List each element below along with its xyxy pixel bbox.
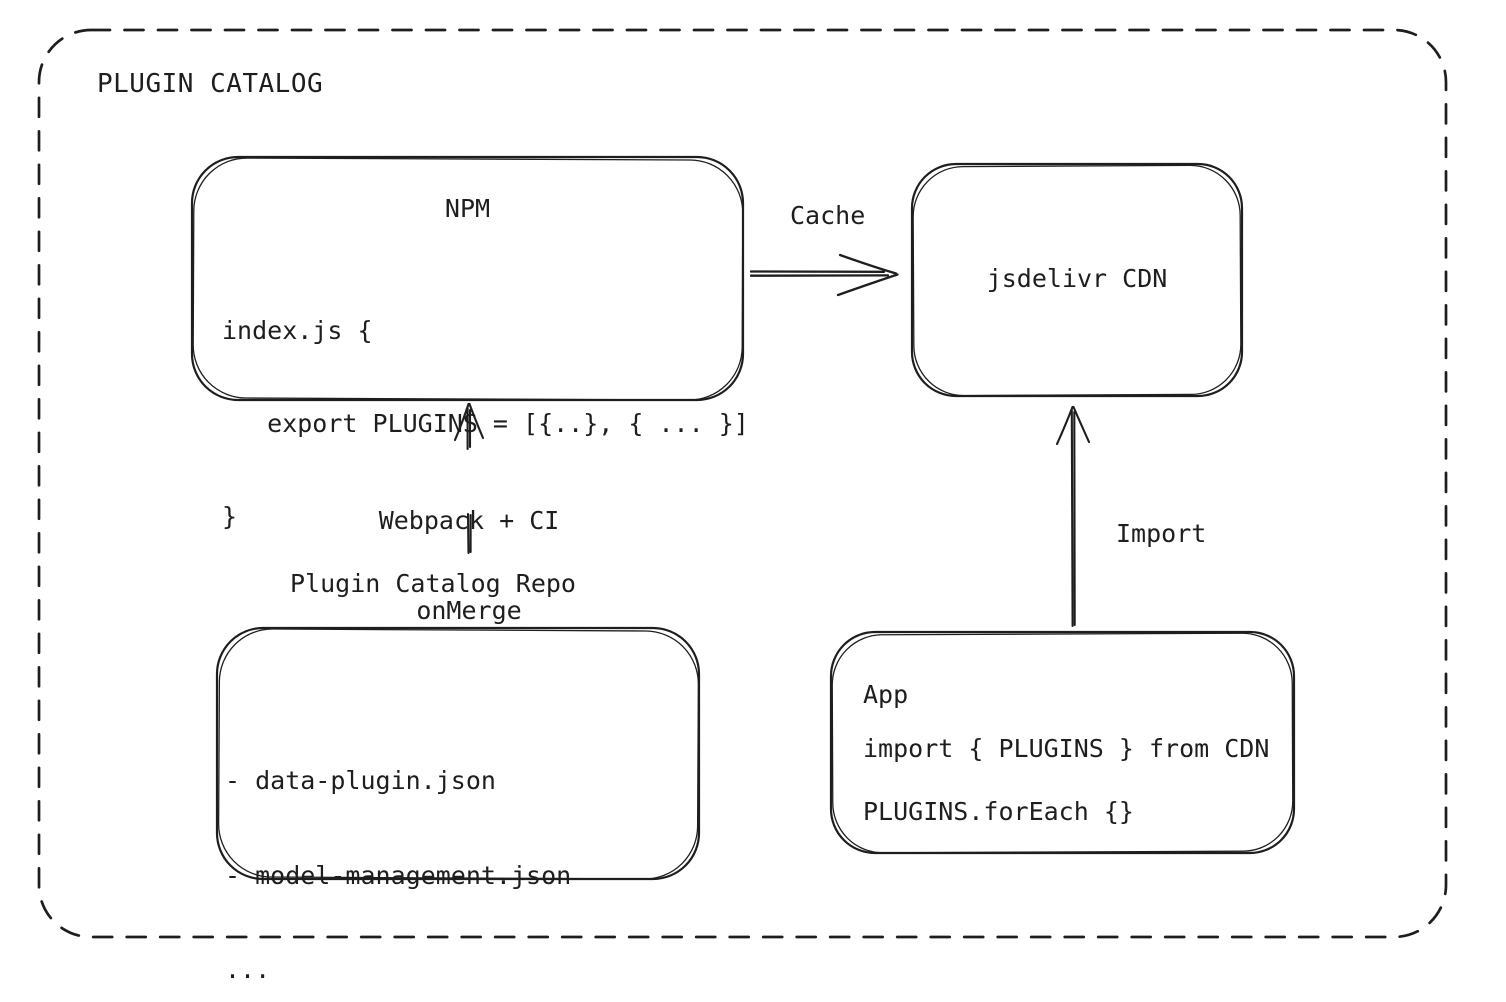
npm-code-block: index.js { export PLUGINS = [{..}, { ...… — [222, 253, 749, 594]
import-arrow-label: Import — [1116, 519, 1207, 548]
build-arrow-label-line2: onMerge — [416, 596, 522, 625]
app-code-line: PLUGINS.forEach {} — [863, 797, 1134, 826]
cdn-label: jsdelivr CDN — [986, 264, 1168, 293]
npm-code-line: export PLUGINS = [{..}, { ... }] — [222, 409, 749, 438]
npm-code-line: } — [222, 502, 238, 531]
import-arrow — [1055, 405, 1091, 628]
npm-code-line: index.js { — [222, 316, 373, 345]
build-arrow-label: Webpack + CI onMerge — [319, 446, 619, 686]
app-code-line: import { PLUGINS } from CDN — [863, 734, 1270, 763]
build-arrow — [453, 402, 485, 555]
repo-file-item: - data-plugin.json — [225, 766, 496, 795]
cdn-box-shape — [910, 162, 1244, 398]
frame-title: PLUGIN CATALOG — [97, 69, 324, 99]
npm-box-shape — [190, 155, 745, 402]
app-box-shape — [829, 630, 1296, 855]
repo-box-shape — [215, 626, 701, 881]
npm-title: NPM — [444, 194, 491, 223]
build-arrow-label-line1: Webpack + CI — [378, 506, 560, 535]
repo-file-item: - model-management.json — [225, 860, 572, 890]
frame-dashed-border — [37, 28, 1448, 939]
repo-file-list: - data-plugin.json - model-management.js… — [225, 703, 571, 1002]
repo-title: Plugin Catalog Repo — [290, 569, 576, 598]
cache-arrow-label: Cache — [790, 201, 866, 230]
app-title: App — [863, 680, 909, 709]
cache-arrow — [749, 253, 899, 297]
repo-file-item: ... — [225, 955, 271, 984]
